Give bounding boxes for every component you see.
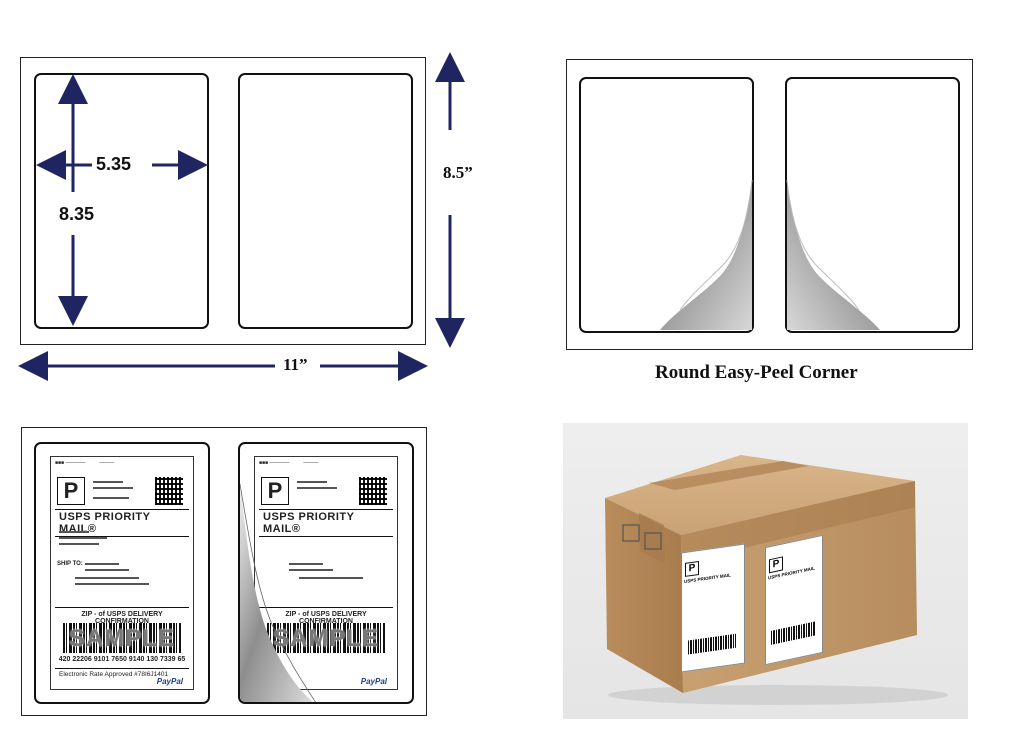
label-header: ■■■ ———— ———	[259, 460, 319, 466]
sheet-width-text: 11”	[283, 355, 308, 374]
box-p-box: P	[685, 560, 699, 577]
sample-label-left: ■■■ ———— ——— P USPS PRIORITY MAIL® SHIP …	[34, 442, 210, 704]
electronic-rate: Electronic Rate Approved #78I6J1401	[55, 668, 189, 680]
paypal-logo: PayPal	[156, 677, 183, 686]
shipping-label: ■■■ ———— ——— P USPS PRIORITY MAIL® ZIP -…	[254, 456, 398, 690]
box-p-box: P	[769, 556, 783, 574]
sample-watermark: SAMPLE	[68, 625, 175, 652]
tracking-number: 420 22206 9101 7650 9140 130 7339 65	[58, 656, 186, 663]
shipping-label: ■■■ ———— ——— P USPS PRIORITY MAIL® SHIP …	[50, 456, 194, 690]
qr-code-icon	[359, 477, 387, 505]
priority-p-box: P	[57, 477, 85, 505]
priority-mail-banner: USPS PRIORITY MAIL®	[259, 509, 393, 537]
label-width-text: 5.35	[96, 154, 132, 174]
ship-to-label: SHIP TO:	[57, 561, 83, 567]
label-height-text: 8.35	[59, 204, 95, 224]
sample-label-right: ■■■ ———— ——— P USPS PRIORITY MAIL® ZIP -…	[238, 442, 414, 704]
sample-watermark: SAMPLE	[272, 625, 379, 652]
box-label-front: P USPS PRIORITY MAIL	[681, 543, 745, 673]
qr-code-icon	[155, 477, 183, 505]
easy-peel-caption: Round Easy-Peel Corner	[655, 362, 858, 383]
priority-p-box: P	[261, 477, 289, 505]
left-blank-label	[34, 73, 209, 329]
barcode	[267, 623, 385, 653]
left-peel-curl	[660, 180, 752, 330]
right-peel-curl	[787, 180, 880, 330]
box-label-side: P USPS PRIORITY MAIL	[765, 534, 823, 666]
sheet-height-text: 8.5”	[443, 163, 473, 182]
sample-peel-curl	[240, 483, 316, 702]
box-photo: P USPS PRIORITY MAIL P USPS PRIORITY MAI…	[563, 423, 968, 719]
barcode	[63, 623, 181, 653]
delivery-confirmation: ZIP - of USPS DELIVERY CONFIRMATION	[55, 607, 189, 625]
paypal-logo: PayPal	[360, 677, 387, 686]
right-blank-label	[238, 73, 413, 329]
label-header: ■■■ ———— ———	[55, 460, 115, 466]
delivery-confirmation: ZIP - of USPS DELIVERY CONFIRMATION	[259, 607, 393, 625]
